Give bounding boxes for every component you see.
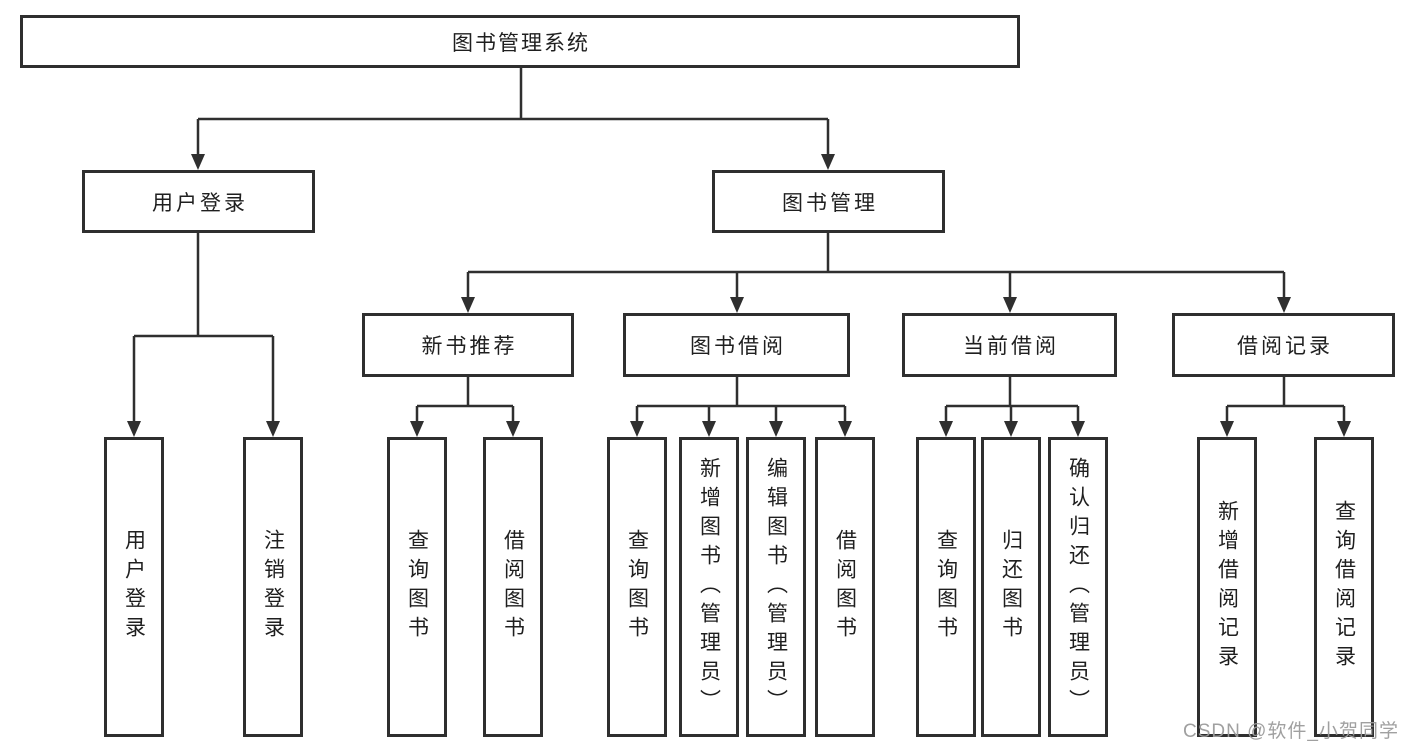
node-label: 查询图书 (934, 529, 958, 645)
node-label: 注销登录 (261, 529, 285, 645)
node-book-management: 图书管理 (712, 170, 945, 233)
node-system-root: 图书管理系统 (20, 15, 1020, 68)
node-label: 图书管理系统 (452, 31, 590, 55)
node-label: 归还图书 (999, 529, 1023, 645)
node-leaf-query-books-3: 查询图书 (916, 437, 976, 737)
node-book-borrowing: 图书借阅 (623, 313, 850, 377)
node-leaf-query-books-1: 查询图书 (387, 437, 447, 737)
node-label: 新增借阅记录 (1215, 500, 1239, 674)
node-user-login: 用户登录 (82, 170, 315, 233)
node-leaf-add-borrow-record: 新增借阅记录 (1197, 437, 1257, 737)
node-leaf-add-books-admin: 新增图书（管理员） (679, 437, 739, 737)
node-leaf-query-borrow-record: 查询借阅记录 (1314, 437, 1374, 737)
node-label: 当前借阅 (963, 335, 1059, 358)
node-label: 编辑图书（管理员） (764, 456, 788, 718)
node-leaf-borrow-books-2: 借阅图书 (815, 437, 875, 737)
node-label: 图书借阅 (690, 335, 786, 358)
node-label: 借阅图书 (833, 529, 857, 645)
node-leaf-logout: 注销登录 (243, 437, 303, 737)
node-label: 图书管理 (782, 191, 878, 215)
watermark: CSDN @软件_小贺同学 (1183, 721, 1399, 742)
node-borrowing-records: 借阅记录 (1172, 313, 1395, 377)
node-label: 新书推荐 (421, 335, 518, 358)
node-leaf-confirm-return-admin: 确认归还（管理员） (1048, 437, 1108, 737)
node-label: 新增图书（管理员） (697, 456, 721, 718)
node-new-book-recommendation: 新书推荐 (362, 313, 574, 377)
node-label: 查询借阅记录 (1332, 500, 1356, 674)
node-label: 查询图书 (405, 529, 429, 645)
node-label: 借阅记录 (1237, 335, 1333, 358)
node-label: 用户登录 (122, 529, 146, 645)
node-current-borrowing: 当前借阅 (902, 313, 1117, 377)
node-label: 确认归还（管理员） (1066, 456, 1090, 718)
node-leaf-return-books: 归还图书 (981, 437, 1041, 737)
node-leaf-query-books-2: 查询图书 (607, 437, 667, 737)
node-label: 借阅图书 (501, 529, 525, 645)
node-leaf-borrow-books-1: 借阅图书 (483, 437, 543, 737)
node-leaf-edit-books-admin: 编辑图书（管理员） (746, 437, 806, 737)
node-label: 用户登录 (152, 191, 248, 215)
node-label: 查询图书 (625, 529, 649, 645)
node-leaf-user-login: 用户登录 (104, 437, 164, 737)
